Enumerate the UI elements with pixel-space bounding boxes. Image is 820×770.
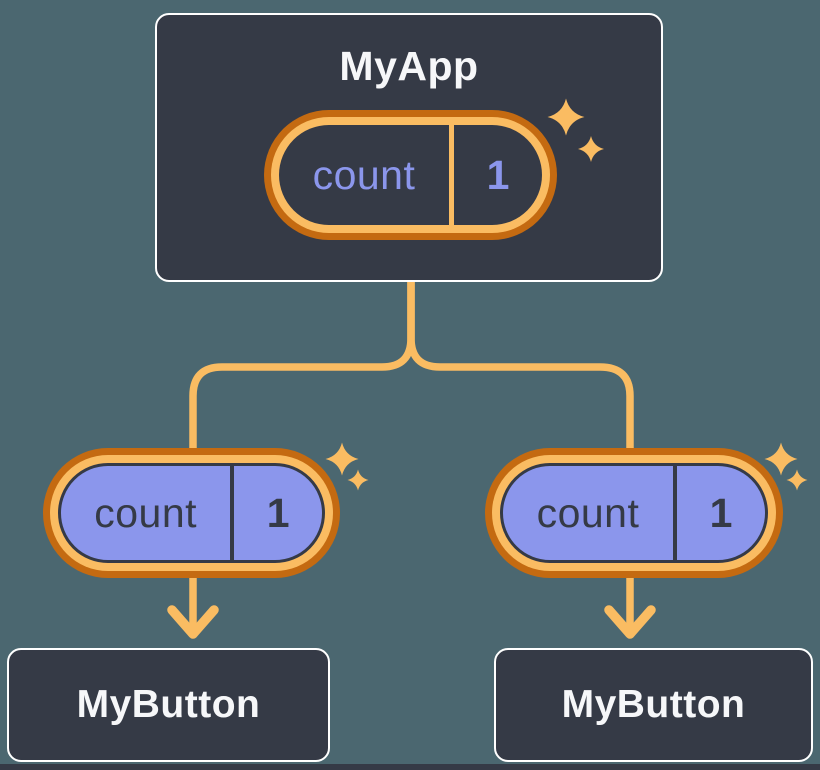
state-value: 1: [486, 151, 510, 198]
state-label: count: [94, 489, 198, 536]
state-pill-left-child: count 1: [43, 448, 340, 578]
state-label-section: count: [503, 466, 673, 560]
component-title: MyButton: [561, 683, 746, 726]
sparkle-icon: [786, 469, 808, 491]
state-value-section: 1: [234, 466, 322, 560]
arrow-down-icon: [167, 605, 219, 639]
pill-divider: [448, 125, 454, 225]
sparkle-icon: [347, 469, 369, 491]
state-label: count: [312, 151, 416, 198]
state-label: count: [536, 489, 640, 536]
pill-body: count 1: [58, 463, 325, 563]
component-title: MyApp: [339, 43, 479, 89]
component-title: MyButton: [76, 683, 261, 726]
arrow-down-icon: [604, 605, 656, 639]
component-card-right-child: MyButton: [494, 648, 813, 762]
sparkle-icon: [325, 442, 359, 476]
sparkle-icon: [764, 442, 798, 476]
state-value: 1: [709, 489, 733, 536]
state-label-section: count: [279, 125, 449, 225]
component-card-left-child: MyButton: [7, 648, 330, 762]
state-pill-root: count 1: [264, 110, 557, 240]
pill-body: count 1: [279, 125, 542, 225]
pill-divider: [672, 466, 677, 560]
state-value: 1: [266, 489, 290, 536]
state-pill-right-child: count 1: [485, 448, 783, 578]
state-label-section: count: [61, 466, 230, 560]
state-value-section: 1: [454, 125, 542, 225]
pill-body: count 1: [500, 463, 768, 563]
state-value-section: 1: [677, 466, 765, 560]
bottom-edge-strip: [0, 764, 820, 770]
